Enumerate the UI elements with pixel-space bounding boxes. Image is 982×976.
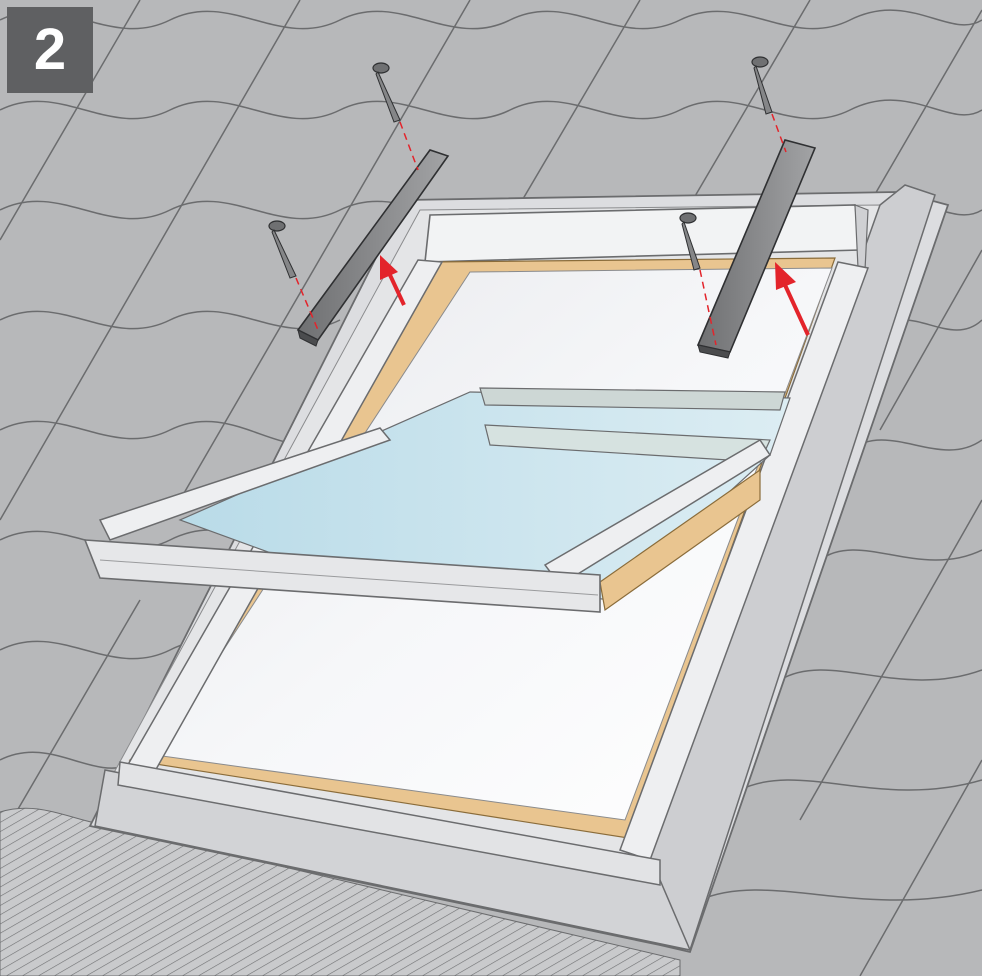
screw-guide-lines xyxy=(295,113,787,346)
screw-icon xyxy=(268,220,297,279)
arrow-up-icon xyxy=(775,262,810,336)
bracket-icon xyxy=(296,149,450,347)
step-number-badge: 2 xyxy=(7,7,93,93)
bracket-icon xyxy=(696,139,817,359)
screw-icon xyxy=(679,212,701,271)
arrow-up-icon xyxy=(380,255,406,306)
screw-icon xyxy=(751,56,773,115)
screw-icon xyxy=(372,62,401,123)
bottom-frame xyxy=(117,761,661,886)
hatched-underlay xyxy=(0,807,681,976)
window-sash xyxy=(83,387,791,613)
